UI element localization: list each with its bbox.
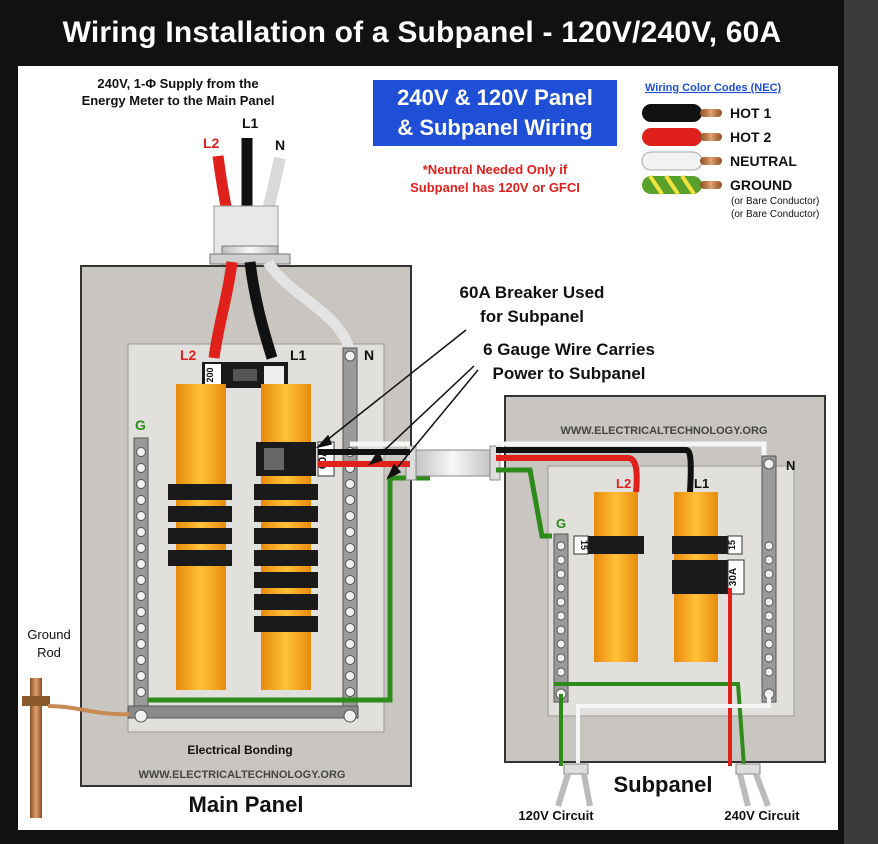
ground-rod-line2: Rod — [37, 645, 61, 660]
legend-ground: GROUND (or Bare Conductor) (or Bare Cond… — [642, 174, 819, 220]
supply-caption-line1: 240V, 1-Φ Supply from the — [97, 76, 258, 91]
callout-wire-line1: 6 Gauge Wire Carries — [483, 340, 655, 359]
legend-hot2-label: HOT 2 — [730, 129, 771, 145]
diagram-svg: 240V, 1-Φ Supply from the Energy Meter t… — [22, 76, 826, 823]
main-breaker-rating: 200 — [205, 367, 215, 382]
sub-breaker-15-left-rating: 15 — [579, 540, 589, 550]
sub-label-l1: L1 — [694, 476, 709, 491]
bonding-strap — [127, 705, 359, 719]
neutral-note-line1: *Neutral Needed Only if — [423, 162, 568, 177]
circuit-120-label: 120V Circuit — [518, 808, 594, 823]
bonding-label: Electrical Bonding — [187, 743, 292, 757]
page-title: Wiring Installation of a Subpanel - 120V… — [0, 0, 844, 66]
sub-breaker-15-right-rating: 15 — [727, 540, 737, 550]
legend-hot1-label: HOT 1 — [730, 105, 771, 121]
main-label-n: N — [364, 347, 374, 363]
legend-neutral: NEUTRAL — [641, 151, 797, 171]
callout-breaker-line1: 60A Breaker Used — [460, 283, 605, 302]
label-n-top: N — [275, 137, 285, 153]
callout-arrows — [315, 329, 479, 480]
callout-wire-line2: Power to Subpanel — [492, 364, 645, 383]
main-ground-screws — [136, 447, 146, 697]
badge-line1: 240V & 120V Panel — [397, 85, 593, 110]
badge-box — [373, 80, 617, 146]
sub-neutral-bar — [761, 455, 777, 703]
main-label-l2: L2 — [180, 347, 197, 363]
subpanel-label: Subpanel — [613, 772, 712, 797]
main-panel-label: Main Panel — [189, 792, 304, 817]
wiring-diagram: 240V, 1-Φ Supply from the Energy Meter t… — [18, 66, 838, 830]
legend-hot2: HOT 2 — [642, 128, 771, 146]
label-l1-top: L1 — [242, 115, 259, 131]
main-branch-breakers — [168, 484, 318, 632]
callout-breaker-line2: for Subpanel — [480, 307, 584, 326]
supply-caption-line2: Energy Meter to the Main Panel — [82, 93, 275, 108]
main-label-g: G — [135, 417, 146, 433]
ground-rod — [30, 678, 42, 818]
legend-neutral-label: NEUTRAL — [730, 153, 797, 169]
sub-breaker-30a-rating: 30A — [728, 568, 739, 586]
background-strip — [838, 0, 878, 844]
sub-label-l2: L2 — [616, 476, 631, 491]
sub-watermark: WWW.ELECTRICALTECHNOLOGY.ORG — [561, 425, 768, 437]
badge-line2: & Subpanel Wiring — [397, 115, 592, 140]
legend-ground-sub2: (or Bare Conductor) — [731, 209, 819, 220]
main-ground-bar — [133, 437, 149, 711]
sub-breaker-15-left — [588, 536, 644, 554]
neutral-note-line2: Subpanel has 120V or GFCI — [410, 180, 580, 195]
sub-breaker-30a — [672, 560, 728, 594]
legend-title: Wiring Color Codes (NEC) — [645, 82, 782, 94]
feeder-conduit — [409, 449, 497, 477]
legend-ground-sub1: (or Bare Conductor) — [731, 196, 819, 207]
sub-bus-left — [594, 492, 638, 662]
subpanel-interior — [547, 465, 795, 717]
ground-rod-line1: Ground — [27, 627, 70, 642]
legend-ground-label: GROUND — [730, 177, 792, 193]
sub-label-n: N — [786, 458, 795, 473]
label-l2-top: L2 — [203, 135, 220, 151]
main-label-l1: L1 — [290, 347, 307, 363]
sub-breaker-15-right — [672, 536, 728, 554]
circuit-240-label: 240V Circuit — [724, 808, 800, 823]
ground-rod-conductor — [47, 704, 131, 717]
sub-label-g: G — [556, 516, 566, 531]
main-watermark: WWW.ELECTRICALTECHNOLOGY.ORG — [139, 769, 346, 781]
legend-hot1: HOT 1 — [642, 104, 771, 122]
